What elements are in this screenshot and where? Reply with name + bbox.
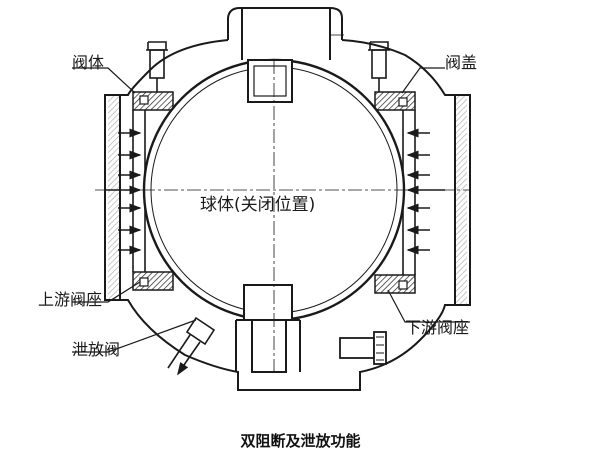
diagram-caption: 双阻断及泄放功能 xyxy=(240,432,361,450)
flow-arrows-right xyxy=(406,128,445,255)
side-plug xyxy=(339,331,387,365)
label-bleed-valve: 泄放阀 xyxy=(72,340,121,359)
top-stem xyxy=(247,59,293,103)
bleed-valve-body xyxy=(168,316,216,374)
label-ball: 球体(关闭位置) xyxy=(200,195,316,215)
leader-lines xyxy=(72,67,470,353)
flange-strips xyxy=(108,95,467,305)
center-lines xyxy=(95,34,470,375)
label-upstream-seat: 上游阀座 xyxy=(38,290,103,309)
bonnet-fittings xyxy=(146,41,390,92)
label-downstream-seat: 下游阀座 xyxy=(405,318,470,337)
label-bonnet: 阀盖 xyxy=(445,53,478,72)
bottom-trunnion xyxy=(235,284,301,373)
upstream-seat xyxy=(132,91,174,291)
label-valve-body: 阀体 xyxy=(72,53,105,72)
